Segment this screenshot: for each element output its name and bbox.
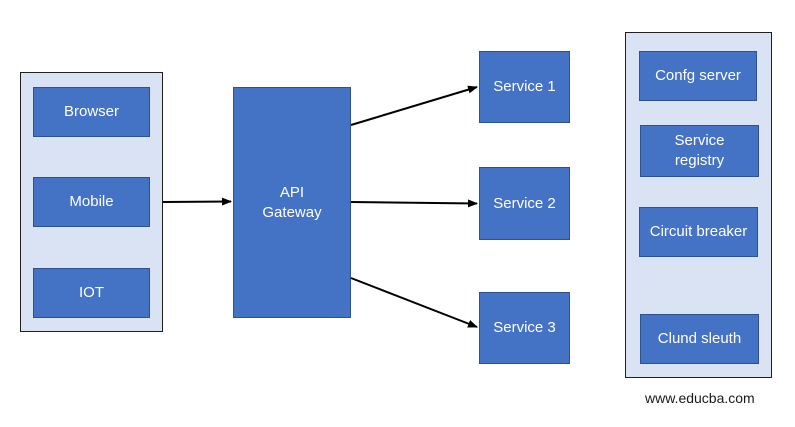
browser-label: Browser xyxy=(63,103,119,120)
service-3-box: Service 3 xyxy=(479,292,570,364)
api-gateway-box: API Gateway xyxy=(233,87,351,318)
cloud-sleuth-box: Clund sleuth xyxy=(640,314,759,364)
mobile-label: Mobile xyxy=(69,193,114,210)
api-gateway-label-line2: Gateway xyxy=(262,203,322,221)
arrow-mobile-to-gateway xyxy=(162,197,232,206)
cloud-sleuth-label: Clund sleuth xyxy=(657,330,742,347)
service-1-box: Service 1 xyxy=(479,51,570,123)
service-registry-label-line2: registry xyxy=(674,152,725,169)
watermark-text: www.educba.com xyxy=(645,390,755,406)
service-2-box: Service 2 xyxy=(479,167,570,240)
arrow-gateway-to-service-2 xyxy=(350,199,478,208)
service-registry-label-line1: Service xyxy=(674,132,725,149)
iot-label: IOT xyxy=(79,284,104,301)
arrow-gateway-to-service-3 xyxy=(350,277,478,328)
browser-box: Browser xyxy=(33,87,150,137)
circuit-breaker-label: Circuit breaker xyxy=(649,223,748,240)
api-gateway-label-line1: API xyxy=(279,183,305,201)
service-1-label: Service 1 xyxy=(493,78,556,95)
mobile-box: Mobile xyxy=(33,177,150,227)
arrow-gateway-to-service-1 xyxy=(350,85,478,126)
circuit-breaker-box: Circuit breaker xyxy=(639,207,758,257)
config-server-box: Confg server xyxy=(639,51,757,101)
service-3-label: Service 3 xyxy=(493,319,556,336)
config-server-label: Confg server xyxy=(655,67,741,84)
service-registry-box: Service registry xyxy=(640,125,759,177)
service-2-label: Service 2 xyxy=(493,194,556,212)
iot-box: IOT xyxy=(33,268,150,318)
